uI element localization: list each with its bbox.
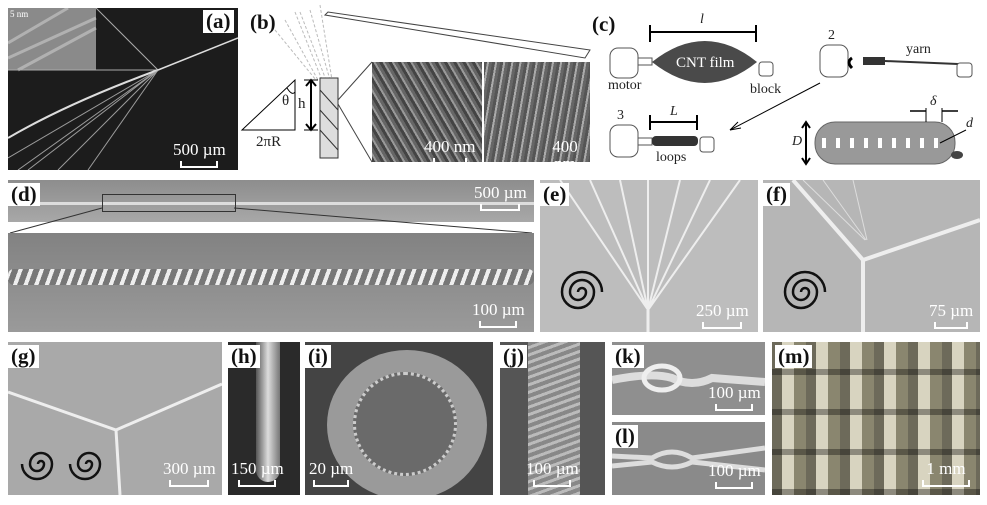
scale-text: 400 nm	[552, 137, 578, 162]
scale-bar: 500 µm	[173, 141, 226, 168]
motor-label: motor	[608, 78, 642, 93]
scale-text: 75 µm	[929, 301, 974, 320]
knot-drawing	[612, 445, 765, 473]
panel-label-b: (b)	[250, 10, 276, 34]
scale-bar: 20 µm	[309, 460, 353, 487]
panel-f-sem: 75 µm	[763, 180, 980, 332]
scale-bar: 1 mm	[922, 460, 970, 487]
panel-b-sem-2: 400 nm	[484, 62, 590, 162]
scale-text: 300 µm	[163, 459, 216, 478]
theta-label: θ	[282, 93, 290, 109]
knot-drawing	[612, 363, 765, 393]
d-label: d	[966, 116, 973, 131]
panel-label-g: (g)	[8, 345, 39, 368]
cnt-film-label: CNT film	[676, 55, 735, 71]
y-junction	[8, 382, 222, 495]
loops-label: loops	[656, 150, 687, 165]
scale-bar: 400 nm	[540, 138, 590, 162]
panel-label-e: (e)	[540, 183, 570, 206]
spiral-icon	[20, 451, 54, 481]
panel-label-j: (j)	[500, 345, 527, 368]
panel-label-i: (i)	[305, 345, 331, 368]
scale-text: 150 µm	[231, 459, 284, 478]
scale-bar: 100 µm	[472, 301, 525, 328]
panel-label-d: (d)	[8, 183, 40, 206]
panel-label-c: (c)	[592, 12, 616, 36]
L-length-label: L	[670, 104, 678, 119]
panel-a-sem: 5 nm 500 µm	[8, 8, 238, 170]
panel-label-h: (h)	[228, 345, 260, 368]
D-label: D	[792, 134, 803, 149]
panel-label-l: (l)	[612, 425, 638, 448]
h-label: h	[298, 96, 306, 112]
delta-label: δ	[930, 94, 937, 109]
scale-text: 100 µm	[708, 461, 761, 480]
scale-bar: 250 µm	[696, 302, 749, 329]
scale-text: 1 mm	[926, 459, 966, 478]
scale-text: 20 µm	[309, 459, 354, 478]
panel-d-top: 500 µm	[8, 180, 534, 222]
step-2-label: 2	[828, 28, 835, 43]
panel-label-a: (a)	[203, 10, 234, 33]
fan-fibers	[559, 180, 741, 332]
panel-label-k: (k)	[612, 345, 644, 368]
spiral-icon	[560, 270, 604, 310]
scale-bar: 150 µm	[231, 460, 284, 487]
spiral-icon	[68, 451, 102, 481]
panel-b-sem-1: 400 nm	[372, 62, 482, 162]
scale-text: 100 µm	[526, 459, 579, 478]
block-label: block	[750, 82, 782, 97]
yarn-label: yarn	[906, 42, 931, 57]
scale-bar: 400 nm	[424, 138, 475, 162]
panel-e-sem: 250 µm	[540, 180, 758, 332]
l-length-label: l	[700, 12, 704, 27]
spiral-icon	[783, 270, 827, 310]
step-3-label: 3	[617, 108, 624, 123]
junction-fibers	[783, 180, 980, 332]
scale-bar: 500 µm	[474, 184, 527, 211]
panel-label-f: (f)	[763, 183, 790, 206]
scale-text: 250 µm	[696, 301, 749, 320]
panel-d-bottom: 100 µm	[8, 233, 534, 332]
scale-bar: 100 µm	[526, 460, 579, 487]
scale-text: 100 µm	[708, 383, 761, 402]
base-label: 2πR	[256, 134, 282, 150]
inset-scale-bar: 5 nm	[10, 10, 28, 19]
panel-label-m: (m)	[775, 345, 813, 368]
panel-i-sem: 20 µm	[305, 342, 493, 495]
scale-bar: 300 µm	[163, 460, 216, 487]
scale-bar: 75 µm	[929, 302, 973, 329]
panel-g-sem: 300 µm	[8, 342, 222, 495]
scale-text: 500 µm	[474, 183, 527, 202]
scale-bar: 100 µm	[708, 384, 761, 411]
scale-text: 100 µm	[472, 300, 525, 319]
yarn-fibers-drawing	[8, 8, 238, 170]
scale-text: 400 nm	[424, 137, 476, 156]
scale-bar: 100 µm	[708, 462, 761, 489]
inset-scale-text: 5 nm	[10, 9, 29, 19]
scale-text: 500 µm	[173, 140, 226, 159]
